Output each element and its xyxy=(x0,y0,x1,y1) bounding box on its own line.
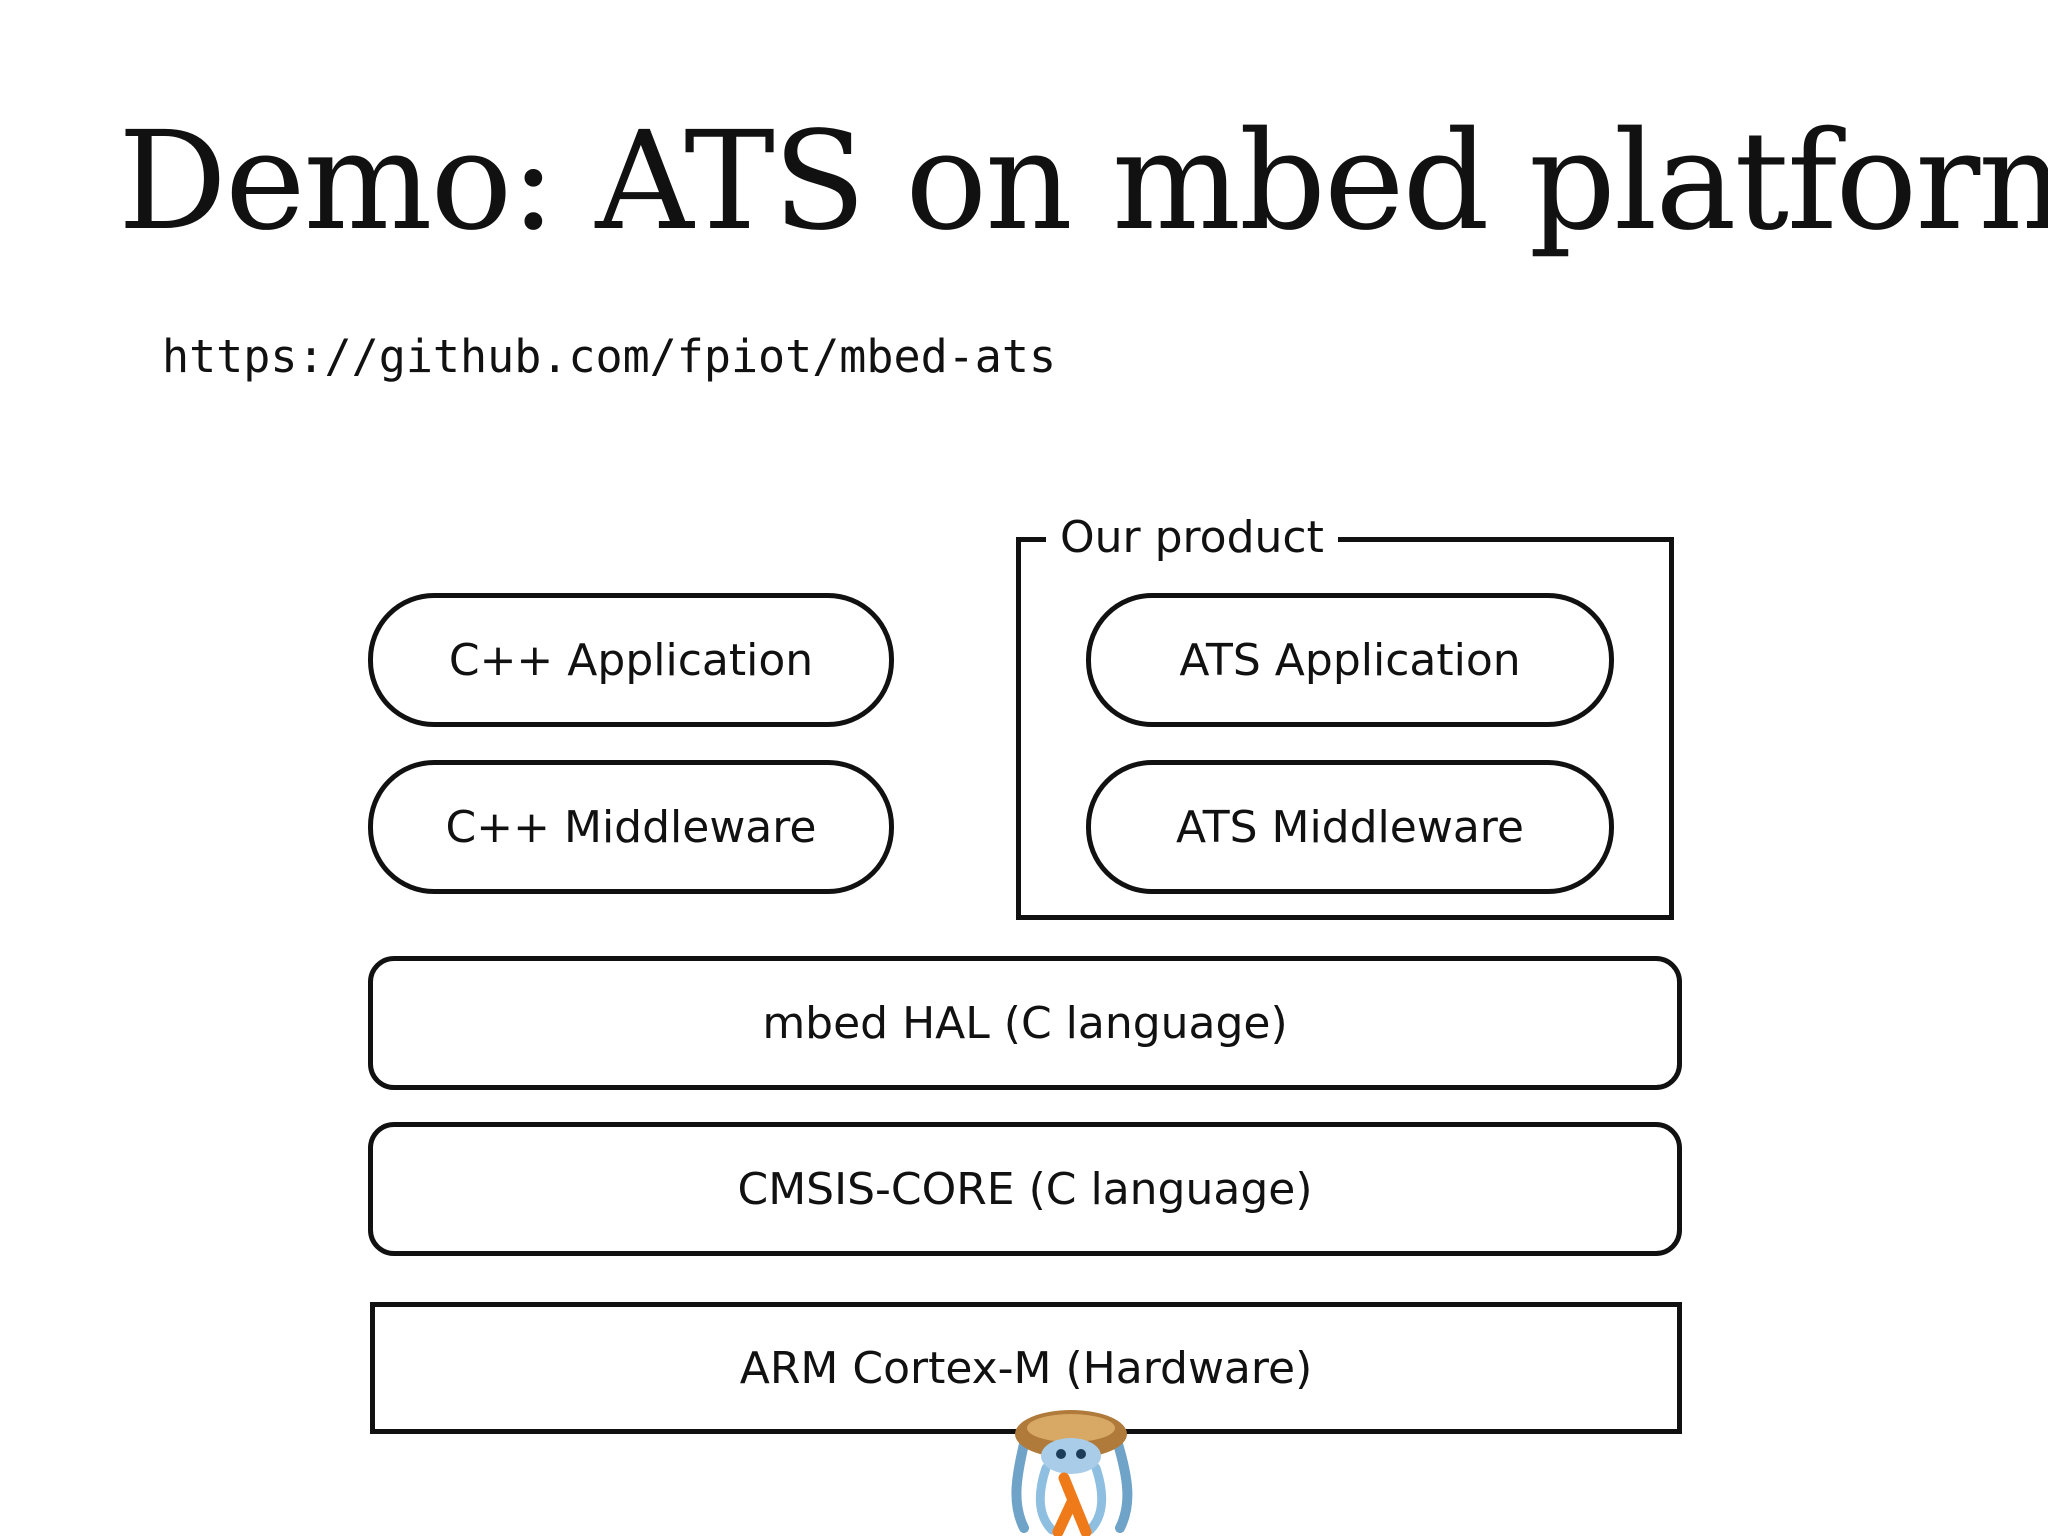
slide-title: Demo: ATS on mbed platform xyxy=(118,103,2048,261)
repository-url: https://github.com/fpiot/mbed-ats xyxy=(162,330,1057,383)
our-product-group-label: Our product xyxy=(1046,510,1338,566)
our-product-group-frame xyxy=(1016,537,1674,920)
ats-middleware-layer: ATS Middleware xyxy=(1086,760,1614,894)
mbed-hal-layer: mbed HAL (C language) xyxy=(368,956,1682,1090)
ats-mascot-icon xyxy=(1011,1410,1133,1536)
cmsis-core-layer: CMSIS-CORE (C language) xyxy=(368,1122,1682,1256)
ats-application-layer: ATS Application xyxy=(1086,593,1614,727)
cpp-application-layer: C++ Application xyxy=(368,593,894,727)
cpp-middleware-layer: C++ Middleware xyxy=(368,760,894,894)
